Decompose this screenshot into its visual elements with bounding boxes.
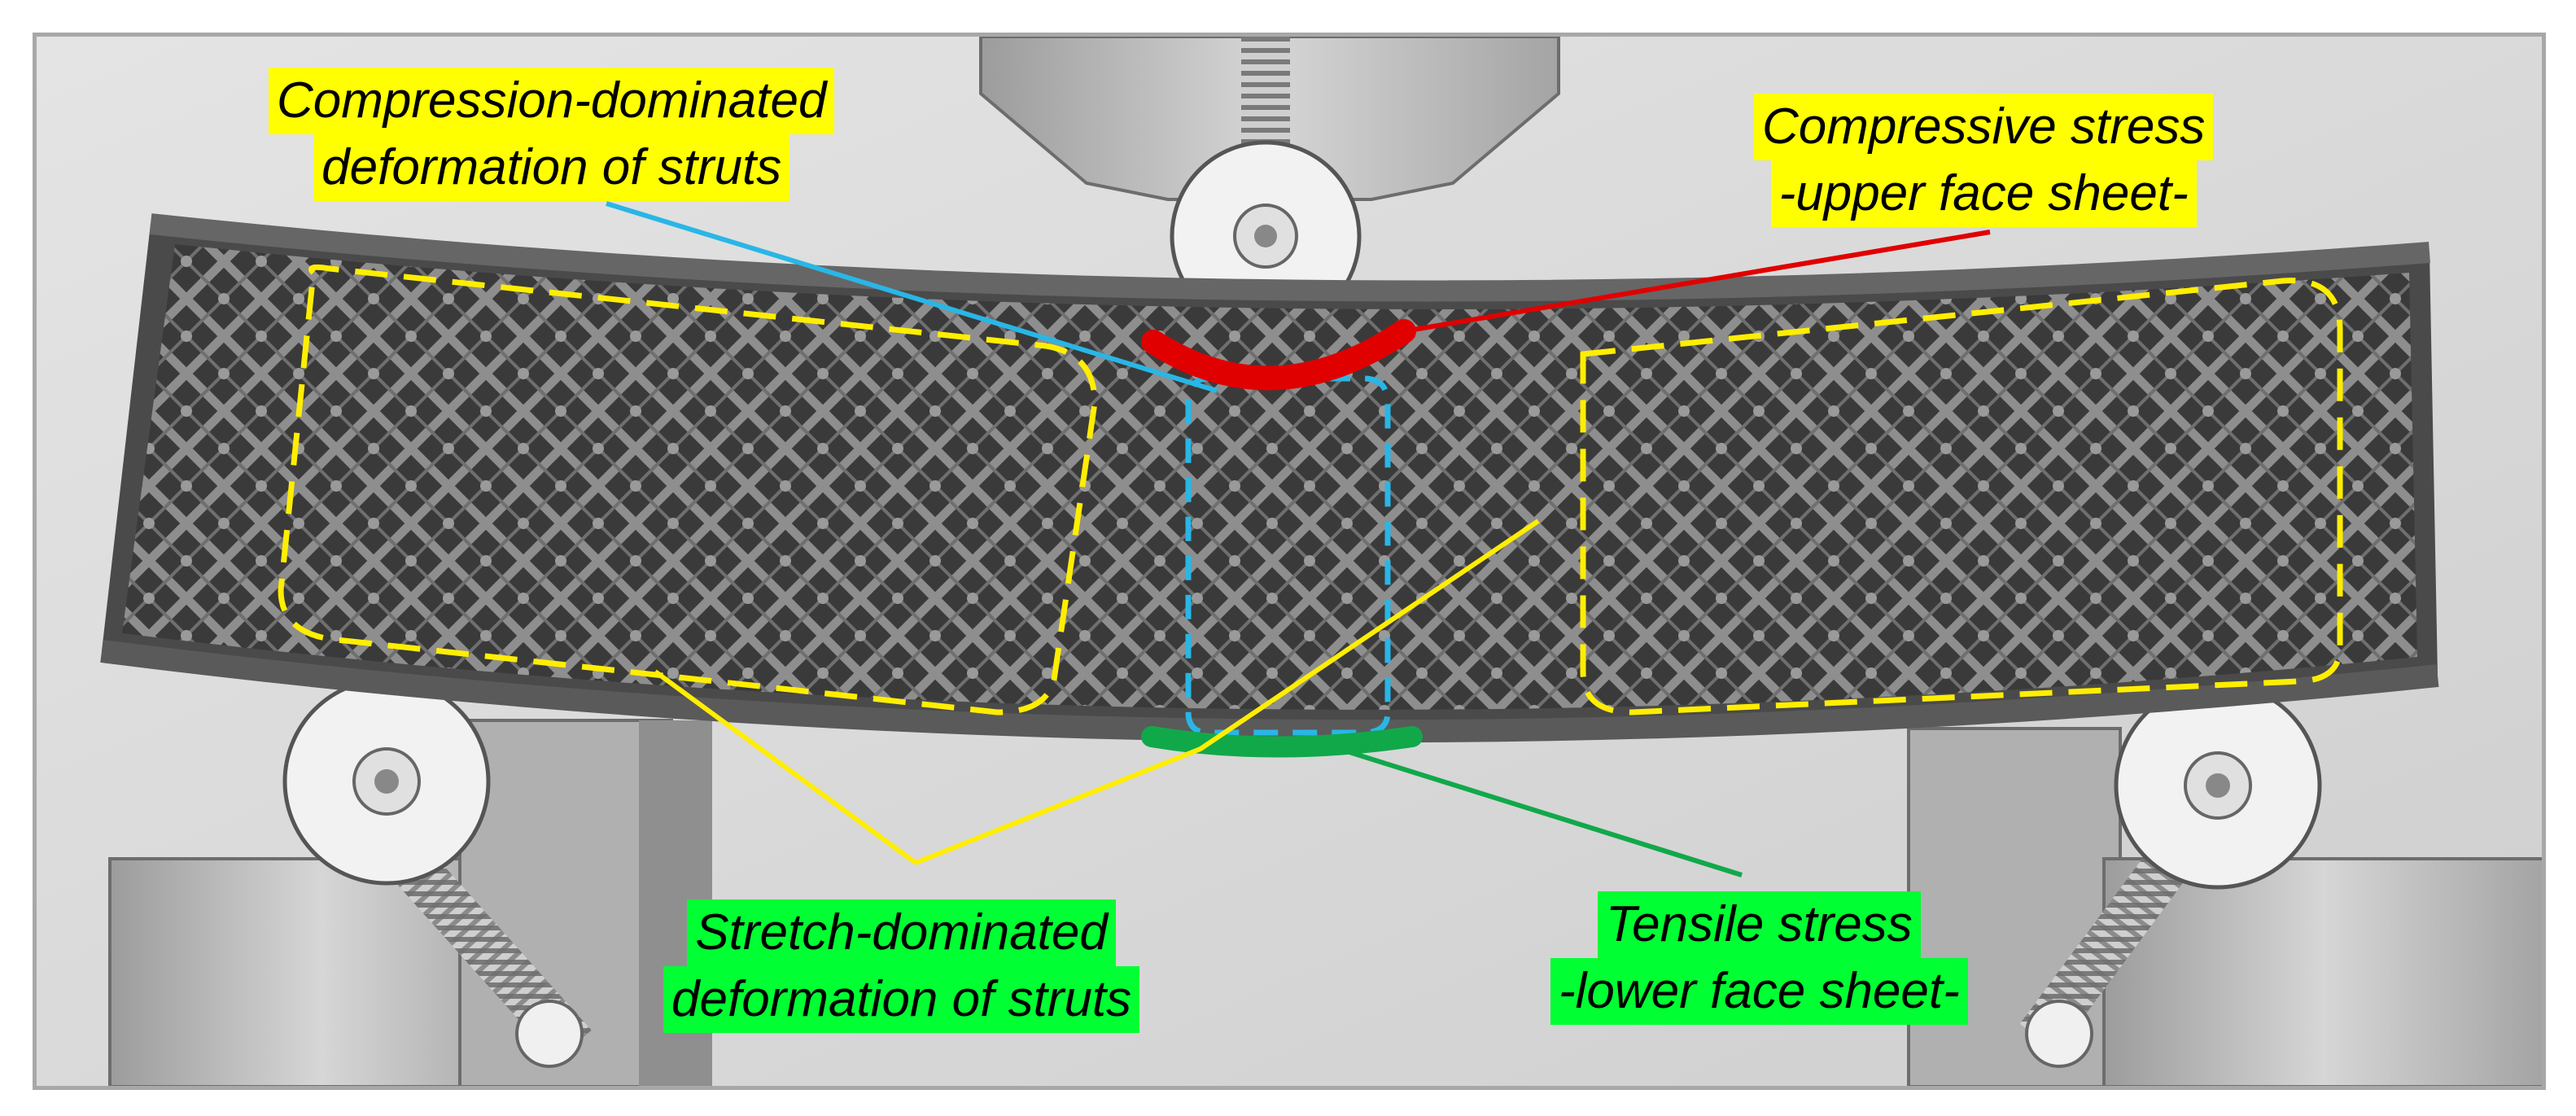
compressive-stress-arc	[1141, 319, 1416, 391]
compression-struts-leader	[606, 201, 1218, 393]
right-stretch-region-outline	[1580, 278, 2343, 716]
stretch-struts-label: Stretch-dominated deformation of struts	[663, 899, 1140, 1033]
tensile-stress-leader	[1338, 746, 1743, 877]
stretch-struts-line2: deformation of struts	[663, 966, 1140, 1033]
lower-left-support	[108, 677, 712, 1086]
stretch-struts-leader-right	[914, 519, 1540, 865]
stretch-struts-line1: Stretch-dominated	[687, 899, 1116, 966]
tensile-stress-line2: -lower face sheet-	[1550, 958, 1968, 1025]
compressive-stress-line2: -upper face sheet-	[1770, 160, 2197, 227]
compression-struts-line1: Compression-dominated	[269, 68, 835, 134]
compressive-stress-leader	[1403, 230, 1991, 334]
compressive-stress-line1: Compressive stress	[1754, 94, 2214, 160]
photo-frame: Compression-dominated deformation of str…	[33, 33, 2546, 1090]
lower-right-support	[1907, 681, 2542, 1086]
compression-struts-label: Compression-dominated deformation of str…	[269, 68, 835, 201]
tensile-stress-label: Tensile stress -lower face sheet-	[1550, 891, 1968, 1025]
stretch-struts-leader-left	[654, 669, 917, 865]
center-compression-region-outline	[1185, 375, 1391, 736]
compression-struts-line2: deformation of struts	[313, 134, 790, 201]
left-stretch-region-outline	[278, 264, 1098, 716]
tensile-stress-arc	[1141, 726, 1423, 758]
tensile-stress-line1: Tensile stress	[1598, 891, 1921, 958]
compressive-stress-label: Compressive stress -upper face sheet-	[1754, 94, 2214, 227]
